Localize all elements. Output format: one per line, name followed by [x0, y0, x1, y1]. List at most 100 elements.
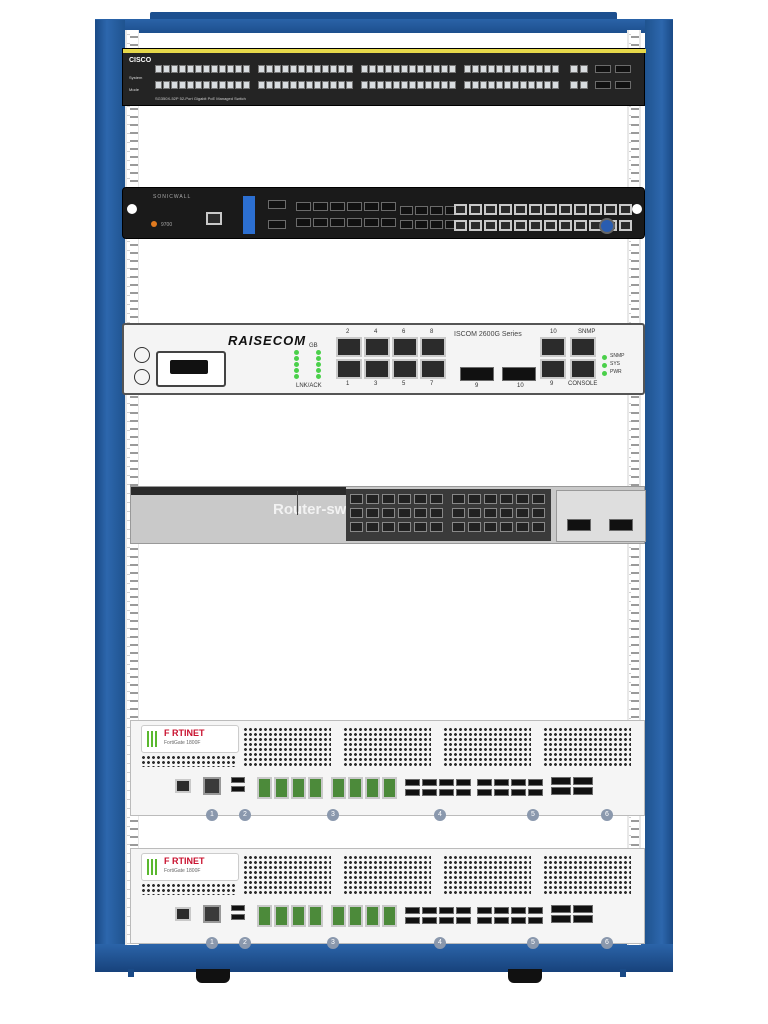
rj45-port[interactable]	[258, 65, 265, 73]
rj45-port[interactable]	[195, 81, 202, 89]
rj45-port[interactable]	[306, 65, 313, 73]
rj45-port[interactable]	[366, 494, 379, 504]
sfp-port[interactable]	[511, 779, 526, 786]
rj45-port[interactable]	[484, 522, 497, 532]
rj45-port[interactable]	[512, 81, 519, 89]
rj45-port[interactable]	[512, 65, 519, 73]
rj45-port[interactable]	[365, 905, 380, 927]
sfp-port[interactable]	[494, 917, 509, 924]
rj45-port[interactable]	[536, 65, 543, 73]
sfp-port[interactable]	[528, 917, 543, 924]
rj45-port[interactable]	[382, 905, 397, 927]
rj45-port[interactable]	[331, 777, 346, 799]
rj45-port[interactable]	[464, 81, 471, 89]
rj45-port[interactable]	[544, 81, 551, 89]
rj45-port[interactable]	[382, 508, 395, 518]
sfp-port[interactable]	[528, 779, 543, 786]
rj45-port[interactable]	[516, 494, 529, 504]
uplink-port[interactable]	[570, 81, 578, 89]
rj45-port[interactable]	[441, 65, 448, 73]
sfp-port[interactable]	[573, 905, 593, 913]
sfp-port[interactable]	[405, 917, 420, 924]
rj45-port[interactable]	[257, 777, 272, 799]
sfp-port[interactable]	[456, 779, 471, 786]
rj45-port[interactable]	[449, 81, 456, 89]
rj45-port[interactable]	[219, 81, 226, 89]
rj45-port[interactable]	[452, 508, 465, 518]
uplink-sfp-port[interactable]	[567, 519, 591, 531]
sfp-port[interactable]	[494, 779, 509, 786]
rj45-port[interactable]	[570, 337, 596, 357]
rj45-port[interactable]	[514, 204, 527, 215]
rj45-port[interactable]	[484, 508, 497, 518]
sfp-port[interactable]	[381, 218, 396, 227]
rj45-port[interactable]	[499, 220, 512, 231]
sfp-port[interactable]	[364, 218, 379, 227]
rj45-port[interactable]	[540, 359, 566, 379]
rj45-port[interactable]	[454, 220, 467, 231]
rj45-port[interactable]	[552, 65, 559, 73]
sfp-port[interactable]	[573, 915, 593, 923]
rj45-port[interactable]	[385, 81, 392, 89]
mgmt-port[interactable]	[175, 779, 191, 793]
rj45-port[interactable]	[536, 81, 543, 89]
rj45-port[interactable]	[336, 337, 362, 357]
rj45-port[interactable]	[361, 65, 368, 73]
rj45-port[interactable]	[258, 81, 265, 89]
sfp-port[interactable]	[551, 915, 571, 923]
rj45-port[interactable]	[414, 522, 427, 532]
sfp-port[interactable]	[405, 779, 420, 786]
power-inlet[interactable]	[156, 351, 226, 387]
sfp-port[interactable]	[439, 789, 454, 796]
rj45-port[interactable]	[468, 508, 481, 518]
rj45-port[interactable]	[365, 777, 380, 799]
rj45-port[interactable]	[243, 65, 250, 73]
rj45-port[interactable]	[203, 81, 210, 89]
rj45-port[interactable]	[331, 905, 346, 927]
rj45-port[interactable]	[504, 65, 511, 73]
rj45-port[interactable]	[203, 65, 210, 73]
rj45-port[interactable]	[382, 494, 395, 504]
rj45-port[interactable]	[322, 65, 329, 73]
sfp-port[interactable]	[494, 789, 509, 796]
rj45-port[interactable]	[574, 220, 587, 231]
sfp-port[interactable]	[439, 917, 454, 924]
sfp-port[interactable]	[439, 779, 454, 786]
rj45-port[interactable]	[350, 508, 363, 518]
rj45-port[interactable]	[377, 81, 384, 89]
sfp-port[interactable]	[595, 81, 611, 89]
rj45-port[interactable]	[364, 337, 390, 357]
rj45-port[interactable]	[520, 65, 527, 73]
rj45-port[interactable]	[544, 65, 551, 73]
sfp-port[interactable]	[313, 202, 328, 211]
rj45-port[interactable]	[430, 494, 443, 504]
rj45-port[interactable]	[619, 204, 632, 215]
sfp-port[interactable]	[528, 789, 543, 796]
rj45-port[interactable]	[570, 359, 596, 379]
rj45-port[interactable]	[454, 204, 467, 215]
sfp-port[interactable]	[511, 789, 526, 796]
sfp-port[interactable]	[528, 907, 543, 914]
rj45-port[interactable]	[500, 508, 513, 518]
rj45-port[interactable]	[274, 905, 289, 927]
sfp-port[interactable]	[405, 789, 420, 796]
rj45-port[interactable]	[348, 777, 363, 799]
sfp-port[interactable]	[439, 907, 454, 914]
rj45-port[interactable]	[484, 204, 497, 215]
rj45-port[interactable]	[441, 81, 448, 89]
rj45-port[interactable]	[346, 81, 353, 89]
rj45-port[interactable]	[382, 777, 397, 799]
management-port[interactable]	[206, 212, 222, 225]
sfp-port[interactable]	[268, 220, 286, 229]
sfp-port[interactable]	[231, 905, 245, 911]
rj45-port[interactable]	[393, 65, 400, 73]
rj45-port[interactable]	[171, 65, 178, 73]
rj45-port[interactable]	[163, 65, 170, 73]
sfp-port[interactable]	[381, 202, 396, 211]
sfp-port[interactable]	[422, 789, 437, 796]
rj45-port[interactable]	[314, 65, 321, 73]
rj45-port[interactable]	[350, 494, 363, 504]
sfp-port[interactable]	[330, 218, 345, 227]
rj45-port[interactable]	[257, 905, 272, 927]
rj45-port[interactable]	[480, 81, 487, 89]
